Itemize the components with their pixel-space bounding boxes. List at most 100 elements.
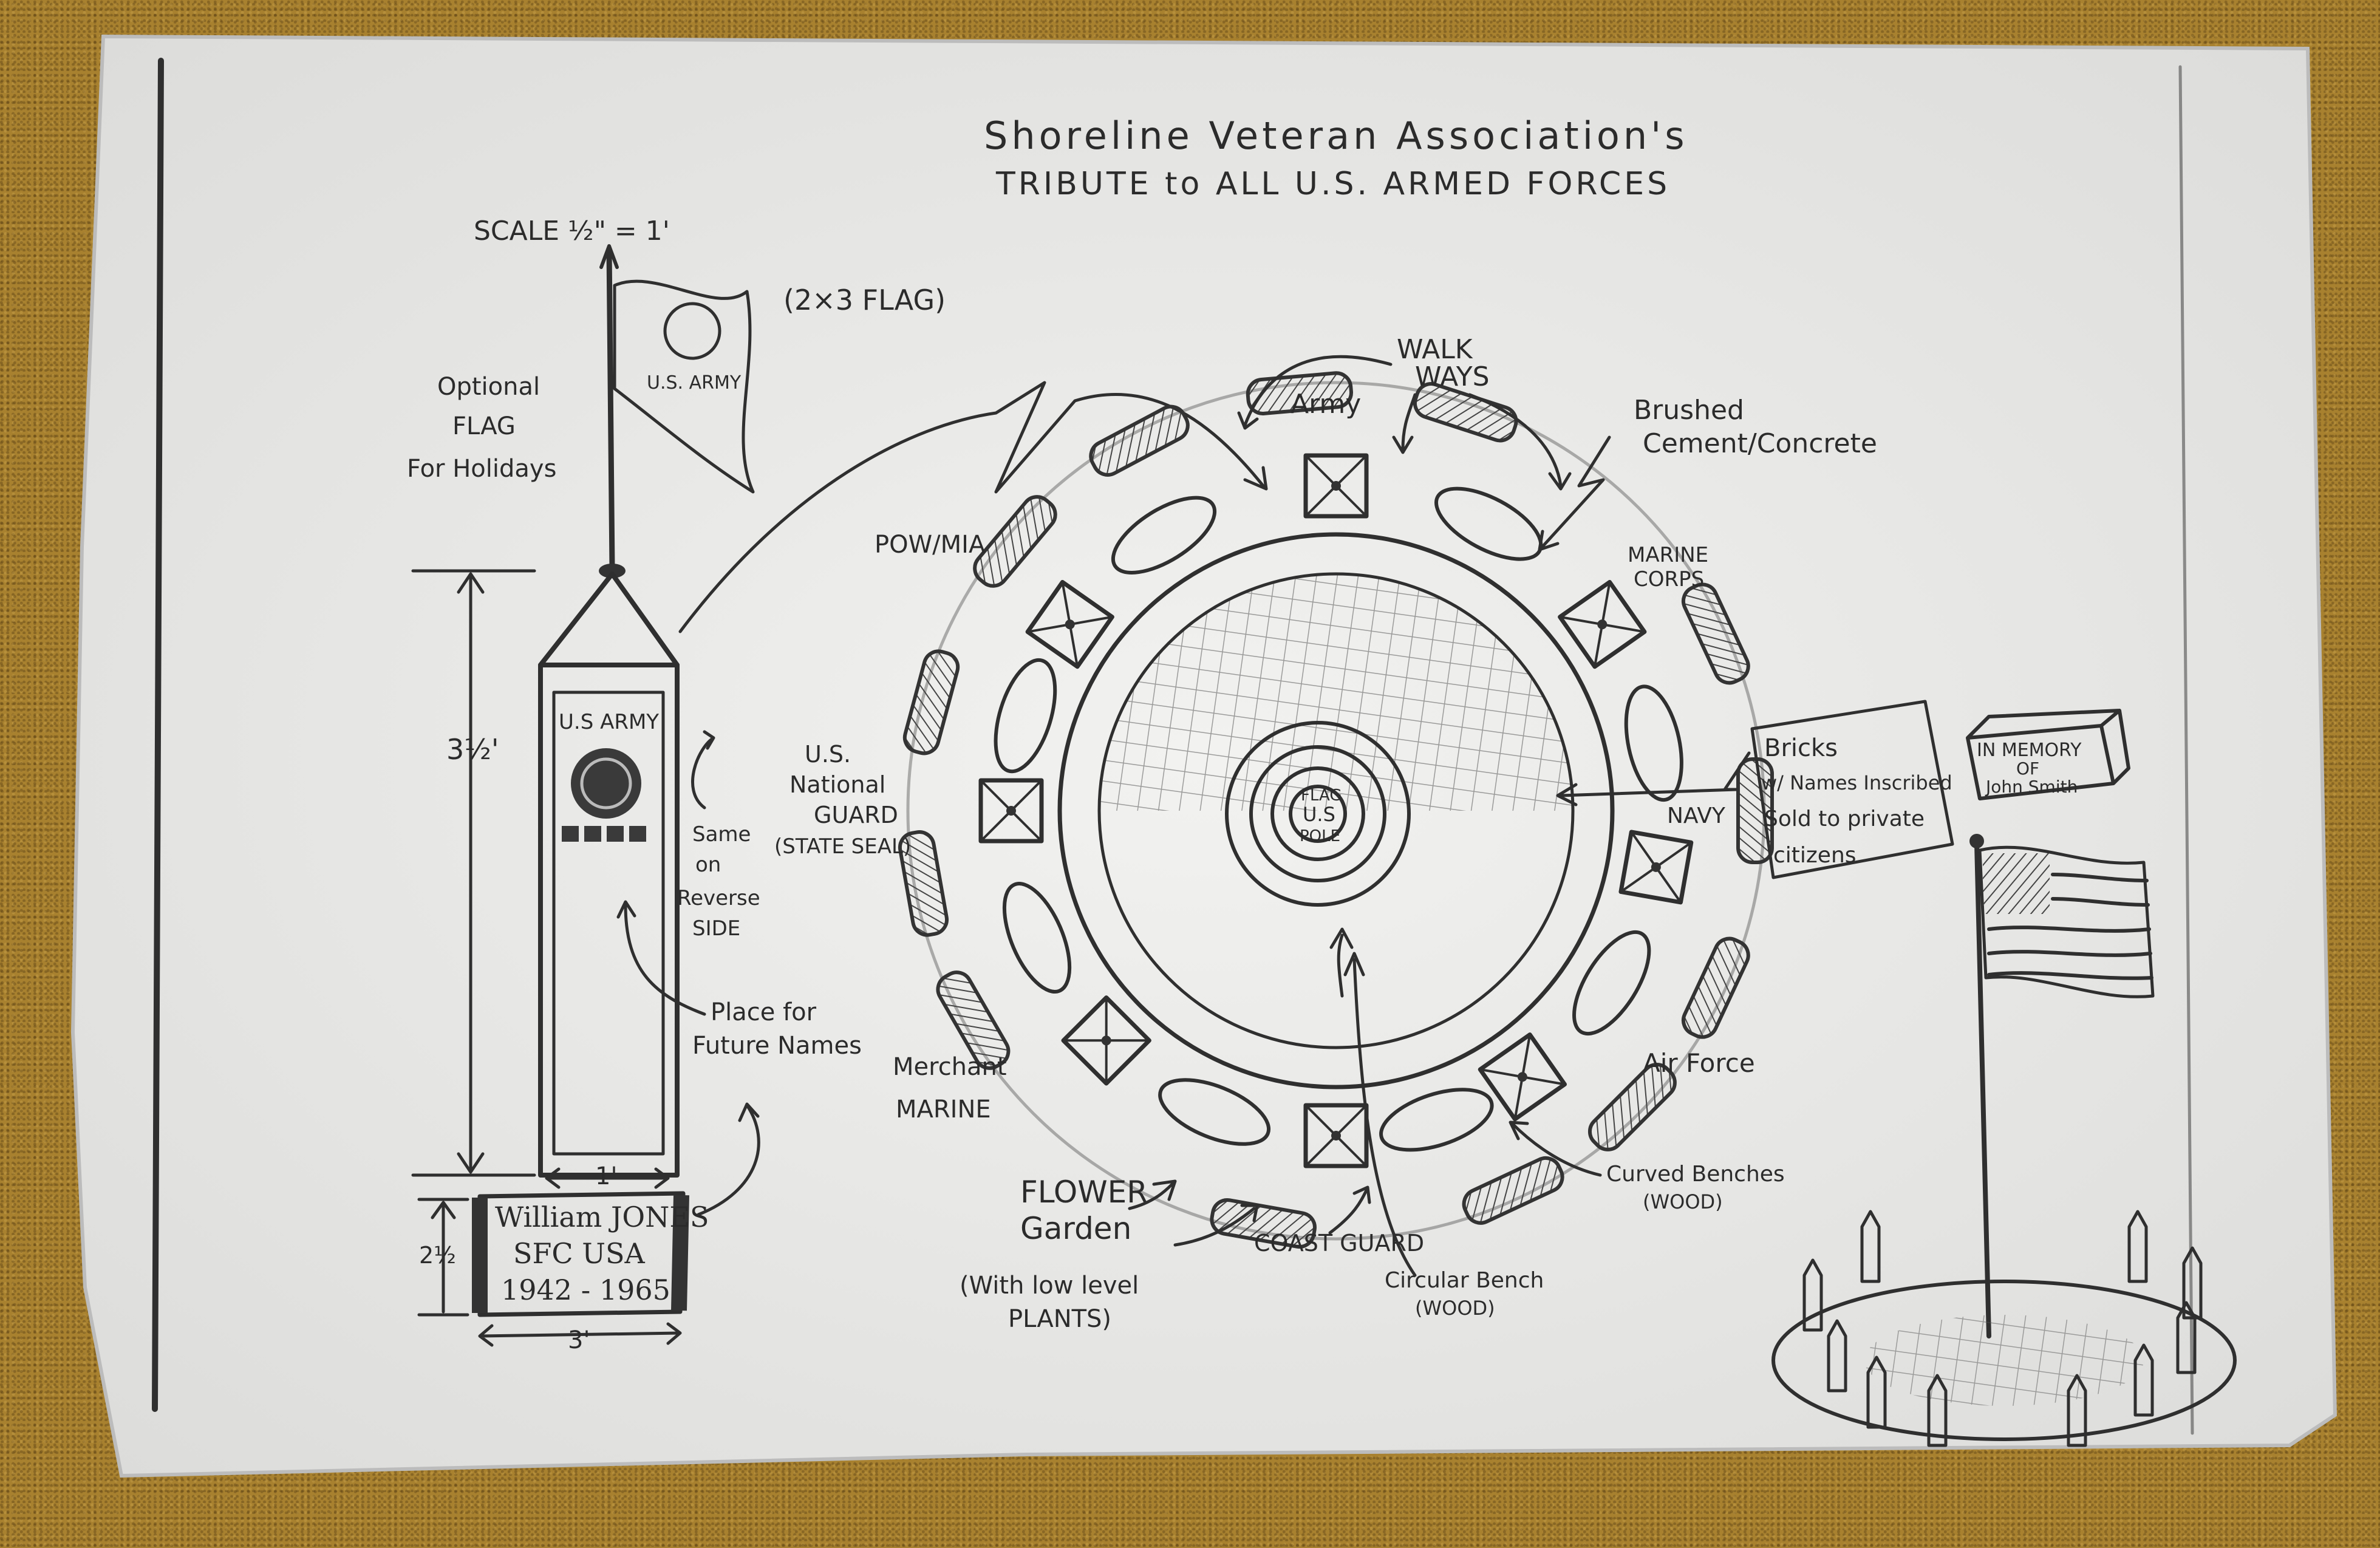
optional-flag-line-3: For Holidays: [407, 455, 556, 483]
reverse-arrow-icon: [691, 730, 715, 810]
outer-bench: [936, 970, 1011, 1070]
curved-bench: [1572, 930, 1651, 1036]
walkways-label-1: WALK: [1397, 334, 1473, 365]
optional-flag-line-1: Optional: [437, 373, 540, 401]
optional-flag-line-2: FLAG: [452, 412, 516, 440]
plaque-line-3: 1942 - 1965: [501, 1274, 670, 1306]
curved-benches-label-2: (WOOD): [1643, 1190, 1723, 1213]
circular-bench-arrow-icon: [1329, 927, 1417, 1277]
base-height-dimension-line: [417, 1198, 469, 1317]
outer-bench: [1089, 404, 1190, 477]
plaque-line-2: SFC USA: [513, 1237, 646, 1270]
plaque-line-1: William JONES: [495, 1201, 709, 1233]
brushed-cement-quadrant: [1336, 574, 1573, 811]
bricks-line-4: citizens: [1773, 843, 1857, 868]
memory-brick-outline: [1966, 709, 2130, 800]
flower-arrow-icon: [1128, 1179, 1259, 1247]
curved-benches-arrow-icon: [1509, 1120, 1602, 1177]
memorial-pillar-icon: [1061, 995, 1151, 1086]
outer-bench: [1210, 1198, 1317, 1249]
pillar-body: [538, 663, 680, 1178]
center-rings-1: [1225, 721, 1411, 907]
flag-size-label: (2×3 FLAG): [783, 284, 946, 316]
plaza-inner-edge: [1097, 572, 1575, 1049]
outer-bench: [902, 649, 960, 755]
mini-pillar-icon: [2067, 1374, 2087, 1447]
paper-border-right: [2178, 65, 2194, 1435]
curved-bench: [1624, 684, 1683, 802]
mini-pillar-icon: [2127, 1210, 2148, 1283]
outer-bench: [1462, 1156, 1564, 1225]
army-seal-flag-icon: [663, 302, 721, 360]
flag-pole-base-icon: [1289, 785, 1347, 843]
perspective-pole-top: [1969, 834, 1984, 848]
base-shading: [472, 1195, 689, 1313]
bricks-arrow-icon: [1556, 751, 1751, 806]
guard-label-1: U.S.: [805, 741, 851, 768]
plaque-arrow-icon: [697, 1102, 760, 1216]
center-label-1: FLAG: [1301, 786, 1342, 805]
ring-items: [898, 371, 1774, 1249]
memory-brick: IN MEMORY OF John Smith: [1966, 709, 2130, 800]
center-rings-3: [1270, 766, 1365, 861]
pillar-cap-knob: [599, 564, 626, 578]
pillar-elevation: SCALE ½" = 1' U.S. ARMY (2×3 FLAG) Optio…: [407, 216, 946, 1354]
base-width-dimension: 3': [568, 1326, 590, 1354]
flag-label: U.S. ARMY: [647, 372, 742, 394]
mini-pillar-icon: [1927, 1374, 1948, 1447]
curved-bench: [1379, 1088, 1494, 1152]
perspective-plaza-inner: [1864, 1315, 2144, 1406]
outer-bench: [1246, 371, 1353, 415]
title-line-1: Shoreline Veteran Association's: [984, 114, 1688, 158]
flower-note-1: (With low level: [960, 1272, 1139, 1300]
perspective-plaza: [1771, 1280, 2237, 1441]
mini-pillar-icon: [2133, 1343, 2154, 1417]
perspective-sketch: [1771, 834, 2237, 1447]
mini-pillar-icon: [2176, 1301, 2197, 1374]
coast-guard-label: COAST GUARD: [1254, 1230, 1424, 1256]
center-label-3: POLE: [1300, 827, 1340, 845]
army-label: Army: [1291, 389, 1361, 420]
marine-label-2: CORPS: [1634, 567, 1704, 592]
memorial-pillar-icon: [1303, 453, 1369, 519]
bricks-line-2: w/ Names Inscribed: [1761, 771, 1952, 794]
height-dimension-line: [411, 569, 536, 1177]
flower-label-2: Garden: [1020, 1211, 1131, 1246]
flower-label-1: FLOWER: [1020, 1175, 1148, 1210]
reverse-note-4: SIDE: [692, 916, 740, 941]
center-label-2: U.S: [1303, 803, 1335, 826]
outer-bench: [1681, 936, 1750, 1039]
center-rings-2: [1249, 745, 1386, 882]
navy-label: NAVY: [1667, 803, 1726, 828]
curved-bench: [1111, 496, 1217, 575]
memorial-pillar-icon: [978, 778, 1044, 844]
brushed-arrow-icon: [1538, 435, 1611, 551]
mini-pillar-icon: [1866, 1355, 1887, 1429]
pillar-label: U.S ARMY: [559, 710, 659, 734]
optional-flag-icon: [613, 279, 755, 494]
bricks-line-1: Bricks: [1764, 734, 1838, 762]
width-dimension-line: [545, 1167, 670, 1189]
perspective-flag-pole: [1974, 842, 1991, 1338]
guard-label-4: (STATE SEAL): [774, 834, 911, 859]
flower-note-2: PLANTS): [1008, 1305, 1111, 1333]
memorial-pillar-icon: [1558, 580, 1647, 669]
reverse-note-2: on: [695, 853, 721, 877]
mini-pillars: [1802, 1210, 2203, 1447]
reverse-note-1: Same: [692, 822, 751, 847]
curved-bench: [994, 658, 1057, 774]
width-dimension: 1': [595, 1162, 617, 1190]
outer-bench: [898, 830, 949, 937]
mini-pillar-icon: [1827, 1319, 1847, 1393]
guard-label-3: GUARD: [814, 802, 898, 828]
title-line-2: TRIBUTE to ALL U.S. ARMED FORCES: [995, 166, 1670, 202]
bricks-line-3: Sold to private: [1764, 806, 1925, 831]
memorial-pillar-icon: [1303, 1103, 1369, 1168]
brushed-cement-quadrant-2: [1099, 574, 1336, 811]
reverse-note-3: Reverse: [677, 886, 760, 910]
coast-guard-arrow-icon: [1328, 1185, 1371, 1235]
marine-label-1: MARINE: [1628, 543, 1708, 567]
paper-border-left: [152, 58, 164, 1412]
brushed-label-2: Cement/Concrete: [1643, 428, 1877, 459]
